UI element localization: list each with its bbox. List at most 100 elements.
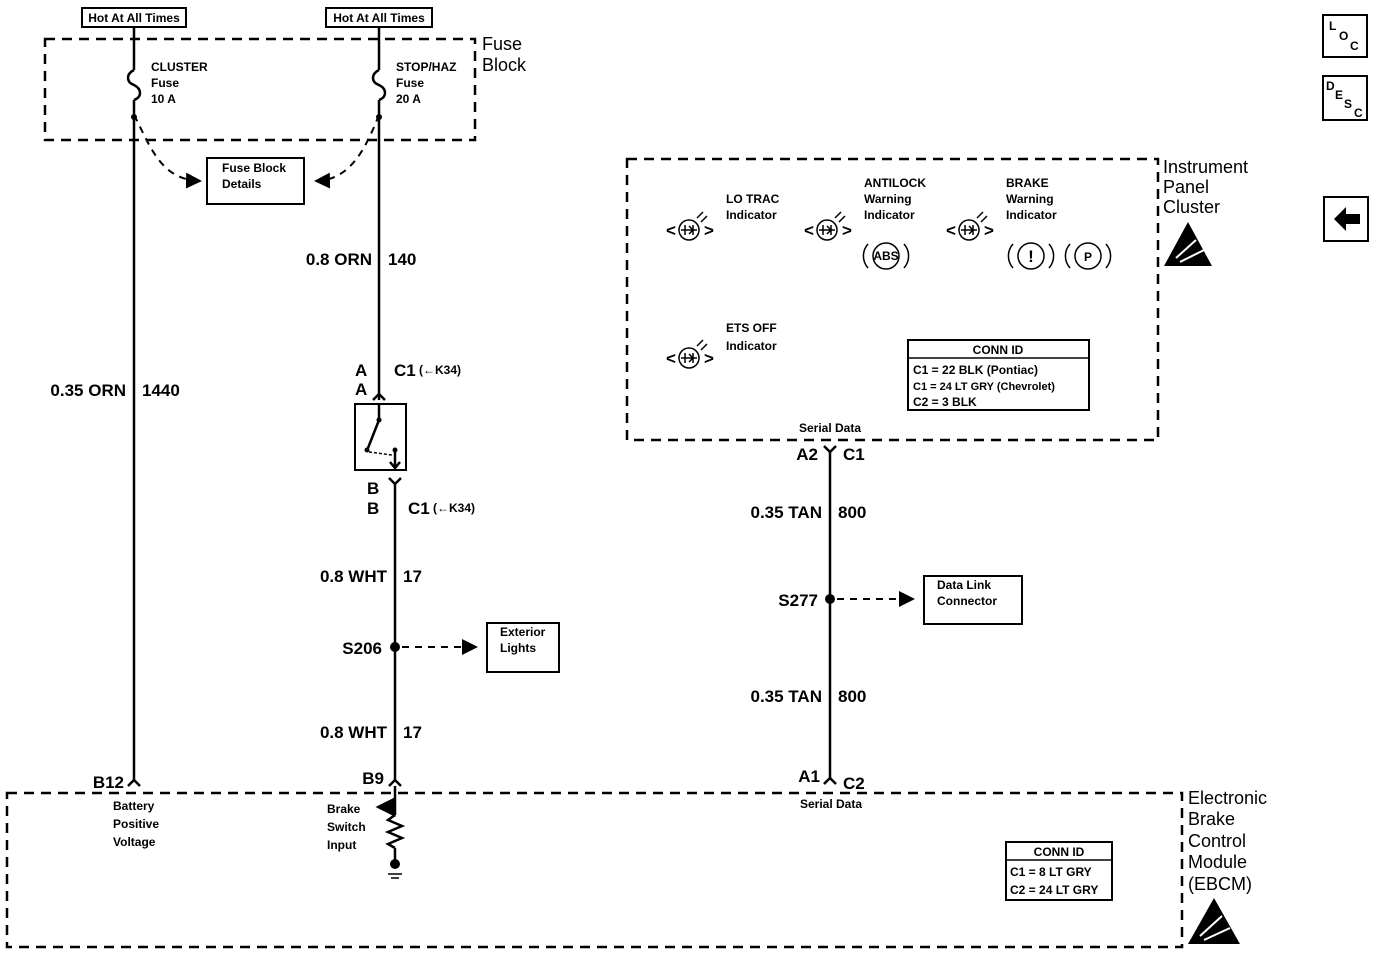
fuse-cluster-name: CLUSTER [151, 60, 208, 74]
svg-text:>: > [984, 221, 994, 240]
fuse-block-details-link[interactable]: Fuse Block Details [206, 157, 305, 205]
description-button[interactable]: D E S C [1322, 75, 1368, 121]
location-button[interactable]: L O C [1322, 14, 1368, 58]
fuse-cluster-icon [126, 68, 142, 102]
svg-text:Connector: Connector [937, 594, 997, 608]
splice-s277-label: S277 [778, 591, 818, 610]
brake-indicator-icon: < > [946, 211, 994, 241]
svg-text:C2 = 24 LT GRY: C2 = 24 LT GRY [1010, 883, 1098, 897]
data-link-connector-link[interactable]: Data Link Connector [923, 575, 1023, 625]
svg-text:P: P [1084, 250, 1092, 264]
hot-label-left: Hot At All Times [81, 7, 187, 28]
brake-label-2: Warning [1006, 192, 1054, 206]
svg-text:!: ! [1028, 247, 1034, 266]
pin-a-lower: A [355, 380, 367, 399]
svg-text:C: C [1350, 39, 1359, 53]
park-brake-symbol: P [1064, 242, 1112, 270]
brake-switch [354, 403, 407, 471]
brake-warning-symbol: ! [1007, 242, 1055, 270]
svg-text:CONN ID: CONN ID [973, 343, 1024, 357]
fuse-stophaz-name: STOP/HAZ [396, 60, 456, 74]
brake-input-label-1: Brake [327, 802, 361, 816]
splice-s277 [825, 594, 835, 604]
antilock-indicator-icon: < > [804, 211, 852, 241]
svg-text:Hot At All Times: Hot At All Times [333, 11, 425, 25]
ebcm-esd-warning-icon [1188, 898, 1240, 944]
ebcm-conn-id-table: CONN ID C1 = 8 LT GRY C2 = 24 LT GRY [1005, 841, 1113, 901]
conn-c1-bottom: C1 [408, 499, 430, 518]
svg-text:<: < [666, 349, 676, 368]
ebcm-pin-b12: B12 [93, 773, 124, 792]
battery-label-3: Voltage [113, 835, 156, 849]
ground-icon [388, 873, 402, 879]
ebcm-pin-a1: A1 [798, 767, 820, 786]
svg-text:<: < [946, 221, 956, 240]
ebcm-title-4: Module [1188, 852, 1247, 872]
ebcm-title-3: Control [1188, 831, 1246, 851]
brake-label-3: Indicator [1006, 208, 1057, 222]
splice-s206-label: S206 [342, 639, 382, 658]
abs-symbol: ABS [862, 242, 910, 270]
wire-17-lower-circuit: 17 [403, 723, 422, 742]
exterior-lights-link[interactable]: Exterior Lights [486, 622, 560, 673]
lo-trac-label-2: Indicator [726, 208, 777, 222]
wire-1440-size: 0.35 ORN [50, 381, 126, 400]
wire-17-upper-size: 0.8 WHT [320, 567, 388, 586]
brake-input-label-2: Switch [327, 820, 366, 834]
ebcm-outline [5, 791, 1184, 949]
conn-c1-top: C1 [394, 361, 416, 380]
ets-off-label-2: Indicator [726, 339, 777, 353]
svg-text:C: C [1354, 106, 1363, 120]
svg-text:C1 = 24 LT GRY (Chevrolet): C1 = 24 LT GRY (Chevrolet) [913, 381, 1055, 393]
back-arrow-button[interactable] [1323, 196, 1369, 242]
svg-text:C2 = 3 BLK: C2 = 3 BLK [913, 395, 977, 409]
wire-17-upper-circuit: 17 [403, 567, 422, 586]
ebcm-serial-data-label: Serial Data [800, 797, 862, 811]
svg-text:ABS: ABS [873, 249, 898, 263]
antilock-label-2: Warning [864, 192, 912, 206]
svg-text:<: < [804, 221, 814, 240]
ipc-outline [625, 157, 1160, 442]
wire-800-upper-size: 0.35 TAN [751, 503, 823, 522]
wire-140-circuit: 140 [388, 250, 416, 269]
fuse-block-title-1: Fuse [482, 34, 522, 54]
svg-text:S: S [1344, 97, 1352, 111]
svg-text:>: > [704, 349, 714, 368]
ipc-conn-id-table: CONN ID C1 = 22 BLK (Pontiac) C1 = 24 LT… [907, 339, 1090, 411]
brake-label-1: BRAKE [1006, 176, 1049, 190]
ipc-serial-data-label: Serial Data [799, 421, 861, 435]
ebcm-title-5: (EBCM) [1188, 874, 1252, 894]
wire-800-lower-circuit: 800 [838, 687, 866, 706]
fuse-block-title-2: Block [482, 55, 527, 75]
svg-text:Hot At All Times: Hot At All Times [88, 11, 180, 25]
battery-label-1: Battery [113, 799, 155, 813]
svg-text:C1 = 22 BLK (Pontiac): C1 = 22 BLK (Pontiac) [913, 363, 1038, 377]
svg-text:>: > [704, 221, 714, 240]
antilock-label-3: Indicator [864, 208, 915, 222]
switch-icon [366, 419, 381, 449]
fuse-stophaz-type: Fuse [396, 76, 424, 90]
svg-text:<: < [666, 221, 676, 240]
fuse-block-outline [43, 37, 477, 142]
fuse-stophaz-icon [371, 68, 387, 102]
lo-trac-label-1: LO TRAC [726, 192, 780, 206]
hot-label-right: Hot At All Times [325, 7, 433, 28]
lo-trac-indicator-icon: < > [666, 211, 714, 241]
ipc-title-2: Panel [1163, 177, 1209, 197]
pin-a-upper: A [355, 361, 367, 380]
wire-17-lower-size: 0.8 WHT [320, 723, 388, 742]
ipc-title-1: Instrument [1163, 157, 1248, 177]
wire-800-lower-size: 0.35 TAN [751, 687, 823, 706]
svg-text:>: > [842, 221, 852, 240]
back-arrow-icon [1334, 207, 1360, 231]
fuse-cluster-type: Fuse [151, 76, 179, 90]
ebcm-title-1: Electronic [1188, 788, 1267, 808]
ets-off-indicator-icon: < > [666, 339, 714, 369]
splice-s206 [390, 642, 400, 652]
ipc-conn-c1: C1 [843, 445, 865, 464]
pin-b-lower: B [367, 499, 379, 518]
svg-text:Lights: Lights [500, 641, 536, 655]
fuse-cluster-rating: 10 A [151, 92, 176, 106]
svg-text:Details: Details [222, 177, 262, 191]
